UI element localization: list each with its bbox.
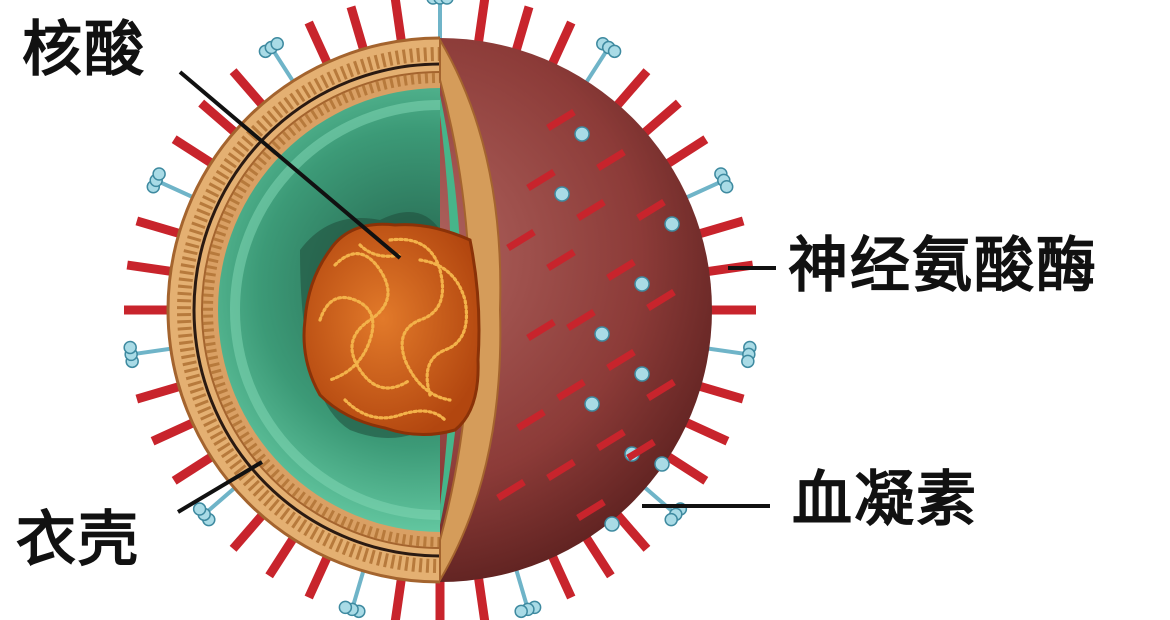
neuraminidase-spike bbox=[703, 348, 743, 354]
neuraminidase-surface-head bbox=[665, 217, 679, 231]
neuraminidase-head bbox=[609, 45, 621, 57]
hemagglutinin-spike bbox=[614, 511, 647, 549]
hemagglutinin-spike bbox=[478, 0, 485, 47]
neuraminidase-spike bbox=[682, 183, 718, 200]
hemagglutinin-spike bbox=[614, 71, 647, 109]
neuraminidase-surface-head bbox=[635, 277, 649, 291]
hemagglutinin-spike bbox=[551, 552, 572, 597]
neuraminidase-head bbox=[153, 168, 165, 180]
hemagglutinin-spike bbox=[664, 454, 706, 481]
neuraminidase-head bbox=[339, 601, 351, 613]
hemagglutinin-spike bbox=[515, 7, 529, 55]
label-nucleic-acid: 核酸 bbox=[22, 20, 146, 80]
hemagglutinin-spike bbox=[664, 139, 706, 166]
hemagglutinin-spike bbox=[682, 421, 727, 442]
neuraminidase-head bbox=[515, 605, 527, 617]
neuraminidase-head bbox=[194, 503, 206, 515]
neuraminidase-head bbox=[721, 181, 733, 193]
label-hemagglutinin: 血凝素 bbox=[792, 470, 978, 530]
hemagglutinin-spike bbox=[127, 265, 176, 272]
neuraminidase-head bbox=[124, 341, 136, 353]
neuraminidase-surface-head bbox=[595, 327, 609, 341]
neuraminidase-surface-head bbox=[575, 127, 589, 141]
hemagglutinin-spike bbox=[478, 573, 485, 620]
hemagglutinin-spike bbox=[695, 385, 743, 399]
neuraminidase-head bbox=[271, 38, 283, 50]
neuraminidase-head bbox=[665, 514, 677, 526]
neuraminidase-surface-head bbox=[635, 367, 649, 381]
neuraminidase-surface-head bbox=[555, 187, 569, 201]
neuraminidase-surface-head bbox=[655, 457, 669, 471]
nucleic-acid-core bbox=[304, 224, 479, 434]
hemagglutinin-spike bbox=[641, 103, 679, 136]
neuraminidase-surface-head bbox=[605, 517, 619, 531]
hemagglutinin-spike bbox=[584, 534, 611, 576]
hemagglutinin-spike bbox=[551, 23, 572, 68]
label-capsid: 衣壳 bbox=[16, 510, 140, 570]
neuraminidase-spike bbox=[515, 565, 526, 603]
label-neuraminidase: 神经氨酸酶 bbox=[788, 236, 1098, 296]
neuraminidase-head bbox=[742, 355, 754, 367]
hemagglutinin-spike bbox=[695, 221, 743, 235]
neuraminidase-surface-head bbox=[585, 397, 599, 411]
